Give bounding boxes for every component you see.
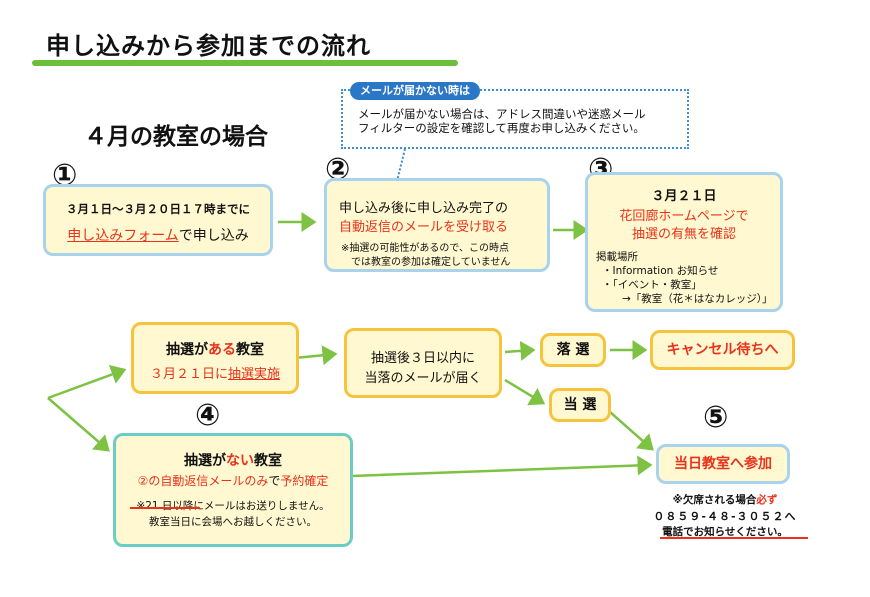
step-3-place-label: 掲載場所 xyxy=(596,251,638,263)
step-4-box: 抽選がない教室 ②の自動返信メールのみで予約確定 ※21 日以降にメールはお送り… xyxy=(113,433,353,547)
step-4-suffix: 教室 xyxy=(254,453,282,469)
page-title: 申し込みから参加までの流れ xyxy=(46,32,371,60)
signup-form-link[interactable]: 申し込みフォーム xyxy=(67,228,179,244)
waitlist-box: キャンセル待ちへ xyxy=(650,330,795,370)
arrow-result-lose xyxy=(504,340,536,361)
step-1-line2: 申し込みフォームで申し込み xyxy=(46,225,270,245)
step-4-number: ④ xyxy=(195,398,221,433)
lottery-yes-line2: ３月２１日に抽選実施 xyxy=(134,363,296,382)
note-tag: メールが届かない時は xyxy=(350,82,480,100)
step-5-phone: ０８５９-４８-３０５２へ xyxy=(653,510,797,523)
step-5-absent-line2: 電話でお知らせください。 xyxy=(662,526,788,538)
step-2-box: 申し込み後に申し込み完了の 自動返信のメールを受け取る ※抽選の可能性があるので… xyxy=(324,178,550,272)
step-4-title: 抽選がない教室 xyxy=(116,450,350,470)
lottery-yes-suffix: 教室 xyxy=(236,342,264,358)
step-4-highlight: ない xyxy=(226,453,254,469)
step-2-line1: 申し込み後に申し込み完了の xyxy=(339,201,509,216)
note-line-2: フィルターの設定を確認して再度お申し込みください。 xyxy=(358,121,645,135)
step-3-date: ３月２１日 xyxy=(651,189,717,204)
step-2-line2: 自動返信のメールを受け取る xyxy=(339,220,509,235)
step-4-line2-mid: で xyxy=(268,474,281,488)
step-3-line1: 花回廊ホームページで xyxy=(619,209,749,224)
arrow-result-win xyxy=(504,378,546,406)
step-5-number: ⑤ xyxy=(703,400,729,435)
step-4-caution2: 教室当日に会場へお越しください。 xyxy=(149,516,317,528)
step-4-line2-red: ②の自動返信メールのみ xyxy=(137,474,269,488)
step-1-box: ３月１日～３月２０日１７時までに 申し込みフォームで申し込み xyxy=(43,184,273,256)
result-mail-line1: 抽選後３日以内に xyxy=(370,351,475,366)
step-3-place-3: →「教室（花＊はなカレッジ）」 xyxy=(622,293,773,305)
lottery-yes-link: 抽選実施 xyxy=(228,367,281,382)
step-5-absent-red: 必ず xyxy=(756,494,778,506)
step-2-caution1: ※抽選の可能性があるので、この時点 xyxy=(341,243,509,254)
step-5-absent-prefix: ※欠席される場合 xyxy=(672,494,757,506)
lottery-yes-title: 抽選がある教室 xyxy=(134,339,296,359)
lottery-yes-highlight: ある xyxy=(208,342,236,358)
result-mail-box: 抽選後３日以内に 当落のメールが届く xyxy=(344,328,502,398)
step-3-place-2: ・「イベント・教室」 xyxy=(602,279,702,291)
step-5-absent-line1: ※欠席される場合必ず xyxy=(640,492,810,507)
step-1-period: ３月１日～３月２０日１７時までに xyxy=(66,202,250,216)
arrow-lottery-yes xyxy=(294,345,338,366)
step-4-caution1: ※21 日以降にメールはお送りしません。 xyxy=(136,500,330,512)
step-4-caution-underline xyxy=(130,507,200,509)
step-4-line2-end: 予約確定 xyxy=(280,474,329,488)
win-box: 当 選 xyxy=(549,388,611,422)
note-line-1: メールが届かない場合は、アドレス間違いや迷惑メール xyxy=(358,107,646,121)
lose-box: 落 選 xyxy=(540,333,606,367)
step-3-line2: 抽選の有無を確認 xyxy=(631,227,736,242)
arrow-win-attend xyxy=(609,411,654,451)
arrow-branch-up xyxy=(47,364,127,400)
step-1-form-suffix: で申し込み xyxy=(178,228,249,244)
lottery-yes-box: 抽選がある教室 ３月２１日に抽選実施 xyxy=(131,322,299,394)
step-5-box: 当日教室へ参加 xyxy=(656,444,790,484)
step-3-place-1: ・Information お知らせ xyxy=(602,265,719,277)
title-underline xyxy=(32,60,458,66)
note-text: メールが届かない場合は、アドレス間違いや迷惑メール フィルターの設定を確認して再… xyxy=(358,107,683,135)
step-4-prefix: 抽選が xyxy=(184,453,226,469)
lottery-yes-date: ３月２１日に xyxy=(149,367,228,382)
note-pointer xyxy=(396,149,406,182)
arrow-no-lottery-attend xyxy=(351,455,653,478)
result-mail-line2: 当落のメールが届く xyxy=(364,371,482,386)
step-3-box: ３月２１日 花回廊ホームページで 抽選の有無を確認 掲載場所 ・Informat… xyxy=(585,172,783,312)
page-subtitle: ４月の教室の場合 xyxy=(84,124,268,150)
step-2-caution2: では教室の参加は確定していません xyxy=(351,257,511,268)
lottery-yes-prefix: 抽選が xyxy=(166,342,208,358)
arrow-branch-down xyxy=(47,397,110,452)
step-4-line2: ②の自動返信メールのみで予約確定 xyxy=(116,472,350,489)
step-5-underline xyxy=(660,537,808,539)
